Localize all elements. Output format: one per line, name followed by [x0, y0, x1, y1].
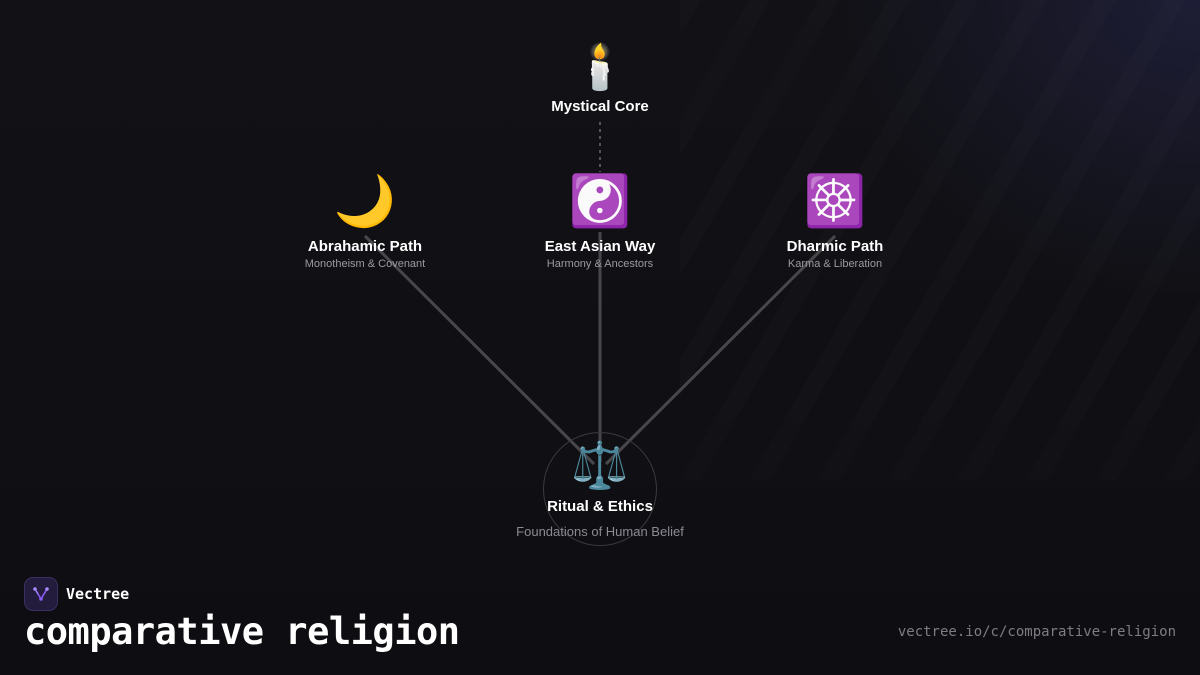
node-subtitle: Foundations of Human Belief: [516, 524, 684, 539]
node-title: Abrahamic Path: [307, 238, 423, 255]
topic-url[interactable]: vectree.io/c/comparative-religion: [897, 624, 1176, 640]
scales-icon: ⚖️: [571, 438, 629, 492]
node-mystical-core[interactable]: 🕯️ Mystical Core: [551, 42, 649, 116]
node-title: Mystical Core: [551, 98, 649, 115]
node-east-asian-way[interactable]: ☯️ East Asian Way Harmony & Ancestors: [545, 176, 656, 270]
node-subtitle: Karma & Liberation: [787, 258, 883, 270]
yin-yang-icon: ☯️: [568, 172, 632, 230]
node-title: East Asian Way: [544, 238, 656, 255]
brand[interactable]: Vectree: [24, 577, 129, 611]
node-abrahamic-path[interactable]: 🌙 Abrahamic Path Monotheism & Covenant: [305, 176, 425, 270]
node-ritual-ethics[interactable]: ⚖️ Ritual & Ethics Foundations of Human …: [516, 442, 684, 539]
link-abrahamic: [363, 234, 596, 466]
link-dharmic: [604, 234, 837, 466]
node-title: Ritual & Ethics: [547, 498, 653, 515]
node-subtitle: Harmony & Ancestors: [546, 258, 654, 270]
brand-name: Vectree: [66, 585, 130, 603]
dharma-wheel-icon: ☸️: [803, 172, 867, 230]
topic-title: comparative religion: [24, 610, 460, 653]
node-subtitle: Monotheism & Covenant: [304, 258, 426, 270]
vectree-logo-icon: [24, 577, 58, 611]
node-dharmic-path[interactable]: ☸️ Dharmic Path Karma & Liberation: [787, 176, 884, 270]
candle-icon: 🕯️: [572, 42, 628, 93]
crescent-moon-icon: 🌙: [333, 172, 397, 230]
center-node-ring: [543, 432, 657, 546]
node-title: Dharmic Path: [786, 238, 884, 255]
